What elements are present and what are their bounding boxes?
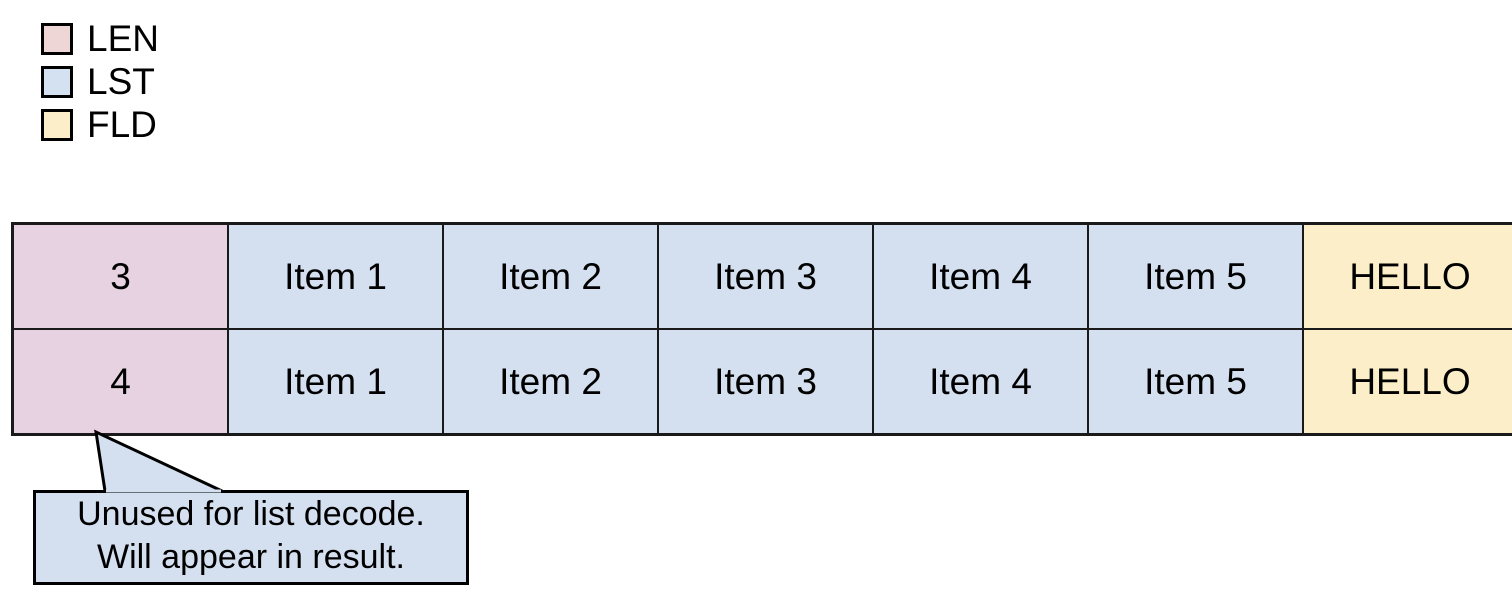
cell-item1-row2: Item 1 [227, 328, 444, 436]
legend-item-fld: FLD [41, 103, 159, 146]
legend: LEN LST FLD [41, 17, 159, 146]
cell-fld-row1: HELLO [1302, 222, 1512, 330]
legend-item-len: LEN [41, 17, 159, 60]
cell-len-row2: 4 [11, 328, 229, 436]
cell-item1-row1: Item 1 [227, 222, 444, 330]
cell-item5-row1: Item 5 [1087, 222, 1304, 330]
cell-item2-row2: Item 2 [442, 328, 659, 436]
cell-len-row1: 3 [11, 222, 229, 330]
cell-item5-row2: Item 5 [1087, 328, 1304, 436]
table-row: 4 Item 1 Item 2 Item 3 Item 4 Item 5 HEL… [11, 328, 1512, 436]
legend-swatch-icon-len [41, 22, 73, 55]
legend-item-lst: LST [41, 60, 159, 103]
callout-bubble-shape [33, 429, 469, 585]
legend-label-fld: FLD [87, 104, 157, 145]
callout-annotation: Unused for list decode. Will appear in r… [0, 425, 500, 595]
frame-layout-table: 3 Item 1 Item 2 Item 3 Item 4 Item 5 HEL… [11, 222, 1512, 436]
cell-item3-row1: Item 3 [657, 222, 874, 330]
legend-swatch-icon-lst [41, 65, 73, 98]
legend-label-lst: LST [87, 61, 155, 102]
cell-item2-row1: Item 2 [442, 222, 659, 330]
cell-fld-row2: HELLO [1302, 328, 1512, 436]
callout-box [33, 490, 469, 585]
callout-tail-icon [94, 429, 223, 493]
legend-swatch-icon-fld [41, 108, 73, 141]
legend-label-len: LEN [87, 18, 159, 59]
cell-item3-row2: Item 3 [657, 328, 874, 436]
table-row: 3 Item 1 Item 2 Item 3 Item 4 Item 5 HEL… [11, 222, 1512, 330]
cell-item4-row1: Item 4 [872, 222, 1089, 330]
cell-item4-row2: Item 4 [872, 328, 1089, 436]
